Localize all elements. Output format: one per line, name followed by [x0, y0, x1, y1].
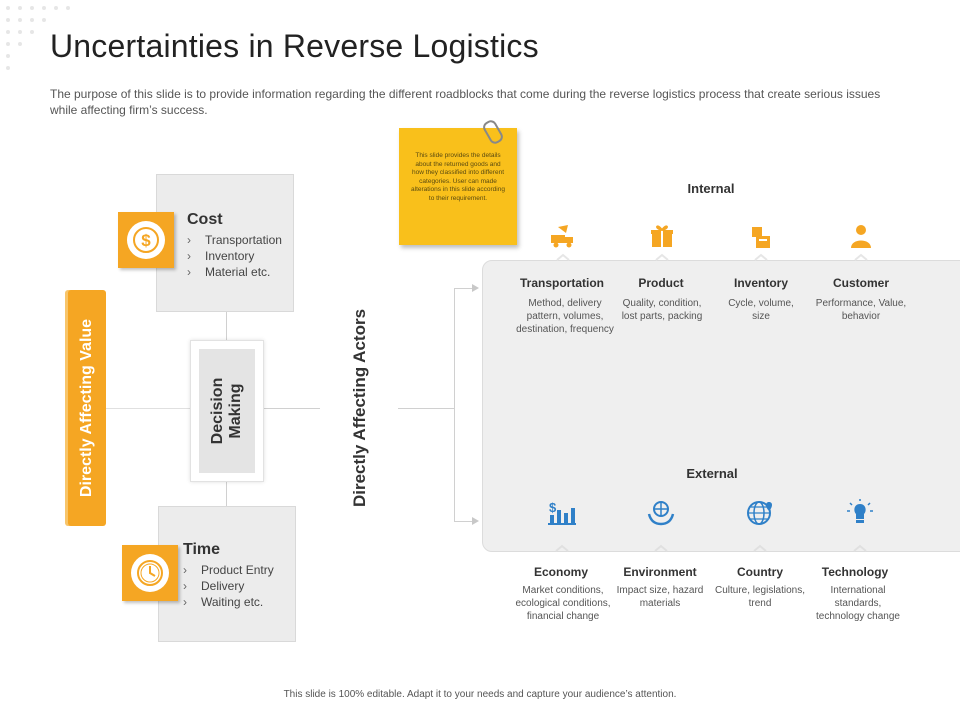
list-item: Product Entry [183, 562, 274, 578]
decision-inner: Decision Making [199, 349, 255, 473]
external-item-title: Technology [821, 565, 889, 579]
chevron-up-icon [753, 544, 767, 552]
boxes-icon [752, 227, 770, 248]
external-item-title: Economy [533, 565, 588, 579]
decision-line-2: Making [227, 383, 244, 439]
chevron-up-icon [754, 253, 768, 261]
connector-line [106, 408, 190, 409]
time-list: Product Entry Delivery Waiting etc. [183, 562, 274, 610]
external-label: External [686, 466, 738, 481]
cost-list: Transportation Inventory Material etc. [187, 232, 282, 280]
chevron-up-icon [655, 253, 669, 261]
internal-item-desc: Method, delivery pattern, volumes, desti… [516, 298, 614, 335]
footer-note: This slide is 100% editable. Adapt it to… [283, 689, 677, 700]
external-item-desc: Impact size, hazard materials [616, 585, 704, 609]
truck-icon [551, 225, 573, 248]
arrow-head [472, 284, 479, 292]
list-item: Material etc. [187, 264, 282, 280]
cost-icon-tile: $ [118, 212, 174, 268]
clock-icon [131, 554, 169, 592]
arrow-head [472, 517, 479, 525]
decision-line-1: Decision [209, 377, 226, 445]
svg-text:$: $ [549, 500, 557, 515]
internal-item-title: Product [638, 276, 684, 290]
bracket-line [454, 288, 474, 289]
bracket-line [454, 521, 474, 522]
connector-line [226, 310, 227, 342]
decorative-dots [6, 6, 70, 70]
internal-item-desc: Cycle, volume, size [728, 298, 794, 322]
chevron-up-icon [556, 253, 570, 261]
gift-box-icon [651, 225, 673, 247]
internal-item-title: Transportation [519, 276, 604, 290]
chevron-up-icon [654, 544, 668, 552]
person-icon [851, 225, 871, 248]
sticky-note: This slide provides the details about th… [399, 128, 517, 245]
external-item-title: Country [737, 565, 783, 579]
lightbulb-icon [847, 499, 873, 523]
cost-title: Cost [187, 211, 223, 228]
decision-making-card: Decision Making [190, 340, 264, 482]
chevron-up-icon [853, 544, 867, 552]
globe-pin-icon [747, 501, 772, 525]
external-item-desc: International standards, technology chan… [816, 585, 900, 622]
decision-label: Decision Making [209, 378, 245, 445]
internal-item-title: Inventory [733, 276, 788, 290]
external-item-desc: Culture, legislations, trend [714, 585, 806, 609]
chevron-up-icon [555, 544, 569, 552]
external-item-title: Environment [623, 565, 697, 579]
dollar-icon: $ [127, 221, 165, 259]
list-item: Inventory [187, 248, 282, 264]
internal-item-desc: Quality, condition, lost parts, packing [621, 298, 703, 322]
svg-text:$: $ [141, 231, 151, 250]
external-item-desc: Market conditions, ecological conditions… [515, 585, 611, 622]
value-vertical-label: Directly Affecting Value [78, 318, 95, 498]
list-item: Delivery [183, 578, 274, 594]
globe-hands-icon [647, 501, 675, 526]
list-item: Transportation [187, 232, 282, 248]
cost-card: Cost Transportation Inventory Material e… [156, 174, 294, 312]
connector-line [262, 408, 320, 409]
sticky-note-text: This slide provides the details about th… [411, 152, 505, 202]
list-item: Waiting etc. [183, 594, 274, 610]
internal-label: Internal [687, 181, 735, 196]
value-vertical-bar: Directly Affecting Value [68, 290, 106, 526]
internal-item-title: Customer [832, 276, 889, 290]
page-title: Uncertainties in Reverse Logistics [50, 28, 539, 64]
time-title: Time [183, 541, 221, 558]
actors-panel [482, 260, 960, 552]
connector-line [398, 408, 454, 409]
internal-item-desc: Performance, Value, behavior [815, 298, 907, 322]
time-icon-tile [122, 545, 178, 601]
actors-vertical-label: Directly Affecting Actors [350, 308, 369, 508]
bar-chart-dollar-icon: $ [548, 500, 576, 525]
chevron-up-icon [854, 253, 868, 261]
bracket-line [454, 288, 455, 521]
page-subtitle: The purpose of this slide is to provide … [50, 87, 881, 117]
connector-line [226, 480, 227, 508]
time-card: Time Product Entry Delivery Waiting etc. [158, 506, 296, 642]
